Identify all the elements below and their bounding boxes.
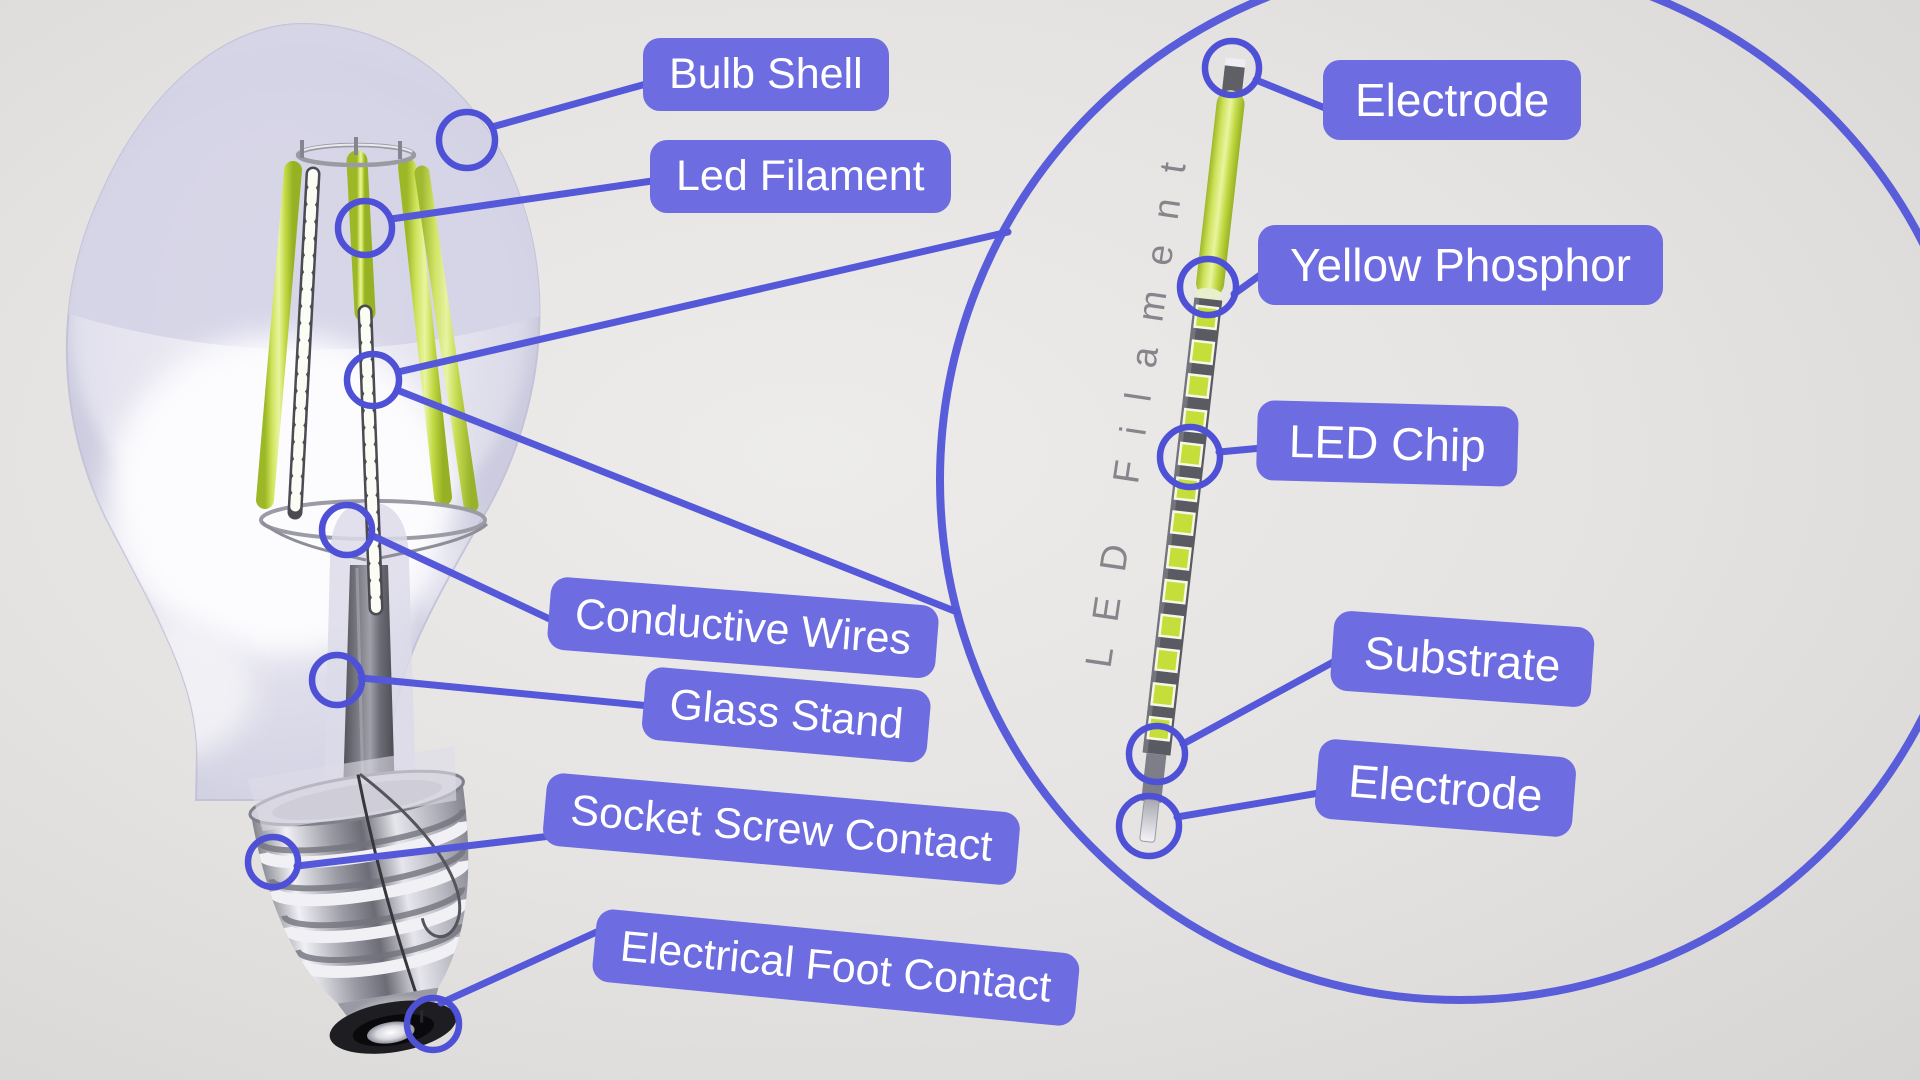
circle-glass-stand — [308, 651, 366, 709]
line-zoom-cone-bottom — [393, 386, 961, 616]
lead-wire-loop — [359, 773, 462, 939]
conductive-wire — [369, 522, 489, 562]
label-yellow-phosphor: Yellow Phosphor — [1258, 225, 1663, 306]
led-strip-front-chips — [360, 307, 381, 613]
electrode-bottom-tip — [1139, 798, 1160, 843]
filament-rod-front — [346, 150, 376, 323]
bare-substrate — [1141, 752, 1167, 803]
circle-substrate — [1125, 722, 1189, 786]
circle-foot-contact — [403, 994, 463, 1054]
circle-electrode-bottom — [1115, 792, 1183, 860]
circle-bulb-shell — [435, 108, 499, 172]
line-glass-stand — [357, 674, 654, 710]
led-strip-front-group — [357, 304, 384, 616]
connector-lines — [293, 76, 1341, 1007]
label-led-filament: Led Filament — [650, 140, 951, 213]
filament-rod — [398, 158, 452, 506]
yellow-phosphor-rod — [1196, 90, 1245, 298]
circle-led-filament — [334, 197, 396, 259]
glass-stand-art — [261, 502, 489, 795]
line-electrode-top — [1252, 76, 1329, 112]
cage-top-ring — [295, 137, 417, 168]
line-bulb-shell — [488, 80, 650, 131]
circle-led-chip — [1156, 423, 1224, 491]
lead-wire — [356, 774, 424, 1011]
conductive-wire — [261, 520, 367, 562]
line-electrode-bottom — [1173, 788, 1329, 821]
filament-rod — [256, 161, 302, 509]
line-socket-screw — [293, 832, 555, 870]
line-led-filament — [387, 177, 656, 223]
line-led-chip — [1215, 444, 1266, 456]
line-conductive-wires — [367, 531, 560, 626]
foot-contact-button — [367, 1021, 415, 1044]
annotation-circles — [244, 37, 1263, 1054]
label-electrode-top: Electrode — [1323, 60, 1582, 141]
label-bulb-shell: Bulb Shell — [643, 38, 889, 111]
circle-yellow-phosphor — [1176, 255, 1240, 319]
circle-socket-screw — [244, 833, 302, 891]
led-strip-back-chips — [290, 169, 318, 517]
electrode-top-chip — [1221, 65, 1245, 96]
circle-led-chip-left — [343, 350, 403, 410]
filament-rod — [414, 165, 479, 513]
magnifier-circle — [936, 0, 1920, 1004]
screw-base — [247, 746, 471, 1054]
line-zoom-cone-top — [394, 228, 1012, 376]
glass-skirt — [247, 746, 457, 832]
neck-highlight — [66, 620, 255, 760]
line-substrate — [1179, 656, 1341, 748]
circle-conductive-wires — [318, 501, 376, 559]
label-led-chip: LED Chip — [1255, 400, 1519, 488]
phosphor-end-cap — [1195, 287, 1223, 301]
circle-electrode-top — [1201, 37, 1263, 99]
line-foot-contact — [437, 926, 605, 1007]
